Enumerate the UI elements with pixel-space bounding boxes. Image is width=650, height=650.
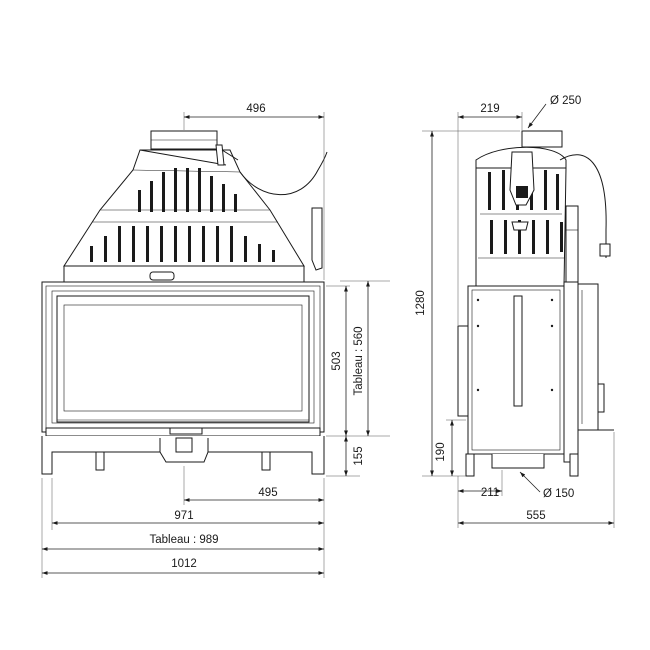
label-219: 219: [480, 103, 499, 115]
label-1012: 1012: [171, 558, 197, 570]
label-tableau-560: Tableau : 560: [353, 326, 365, 395]
side-view: [457, 130, 614, 477]
side-dimension-lines: [422, 103, 615, 528]
label-1280: 1280: [415, 290, 427, 316]
label-495: 495: [258, 487, 277, 499]
label-555: 555: [526, 510, 545, 522]
dimension-lines: [41, 112, 390, 578]
label-503: 503: [331, 351, 343, 370]
dimension-labels: 496 219 Ø 250 1280 503 Tableau : 560 155…: [149, 95, 581, 570]
label-190: 190: [435, 442, 447, 461]
label-971: 971: [174, 510, 193, 522]
label-496: 496: [246, 103, 265, 115]
label-155: 155: [353, 446, 365, 465]
label-air-diameter-150: Ø 150: [543, 488, 574, 500]
label-flue-diameter-250: Ø 250: [550, 95, 581, 107]
label-tableau-989: Tableau : 989: [149, 534, 218, 546]
label-211: 211: [481, 487, 499, 499]
front-view: [41, 130, 328, 475]
